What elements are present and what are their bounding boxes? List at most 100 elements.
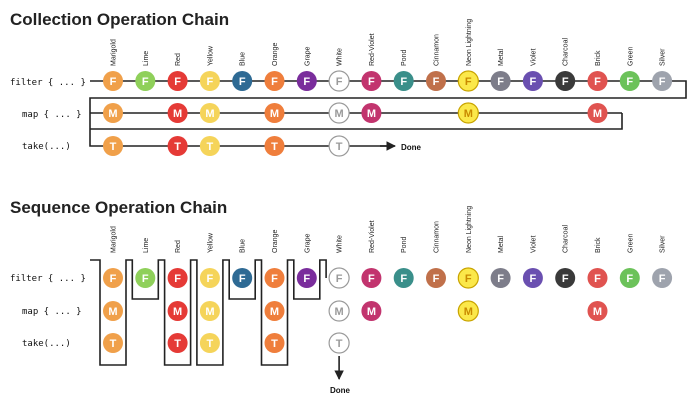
collection-filter-node-letter: F [562,76,569,88]
collection-filter-node [328,70,350,92]
sequence-filter-node-letter: F [239,273,246,285]
sequence-map-node [199,301,220,321]
collection-map-node [587,103,608,123]
sequence-filter-node [328,267,350,289]
sequence-filter-node [296,268,317,288]
sequence-take-node [199,333,220,353]
sequence-filter-node [457,267,479,289]
sequence-column-label: Lime [143,238,150,253]
collection-column-label: Red-Violet [369,33,376,66]
sequence-map-node [264,301,285,321]
sequence-filter-node-letter: F [174,273,181,285]
sequence-take-node-letter: T [271,338,278,350]
collection-filter-node [393,71,414,91]
sequence-column-label: Cinnamon [434,221,441,253]
collection-filter-node-letter: F [271,76,278,88]
sequence-filter-node-letter: F [336,273,343,285]
sequence-map-node [328,300,350,322]
sequence-map-node [103,301,123,321]
sequence-column-label: Charcoal [563,225,570,253]
sequence-map-node [361,301,382,321]
sequence-filter-node [587,268,608,288]
sequence-filter-node-letter: F [110,273,117,285]
sequence-filter-node [619,268,640,288]
collection-column-label: Silver [660,48,667,66]
sequence-filter-node-letter: F [497,273,504,285]
sequence-map-node-letter: M [205,306,214,318]
collection-column-label: Blue [240,52,247,66]
sequence-op-filter: filter { ... } [10,274,86,284]
sequence-column-label: Blue [240,239,247,253]
sequence-filter-node [426,268,446,288]
collection-column-label: Grape [304,46,311,66]
sequence-filter-node [490,268,511,288]
collection-column-label: Red [175,53,182,66]
sequence-map-node-letter: M [270,306,279,318]
sequence-take-node-letter: T [207,338,214,350]
collection-filter-node [587,71,608,91]
sequence-column-label: Green [627,233,634,253]
collection-op-map: map { ... } [22,110,82,120]
collection-filter-node [490,71,511,91]
sequence-take-node-letter: T [336,338,343,350]
collection-column-label: Orange [272,43,279,66]
collection-filter-node-letter: F [659,76,666,88]
sequence-filter-node-letter: F [433,273,440,285]
sequence-take-node-letter: T [110,338,117,350]
collection-op-filter: filter { ... } [10,78,86,88]
collection-column-label: Yellow [207,45,214,66]
sequence-filter-node-letter: F [626,273,633,285]
collection-filter-node [619,71,640,91]
sequence-column-label: Yellow [207,232,214,253]
sequence-column-label: Marigold [111,226,118,253]
sequence-take-node [264,333,285,353]
collection-take-node-letter: T [271,141,278,153]
sequence-column-label: Grape [304,233,311,253]
collection-map-node-letter: M [367,108,376,120]
collection-column-label: Charcoal [563,38,570,66]
collection-map-node [103,103,123,123]
sequence-flow-path [90,259,327,366]
sequence-column-label: Neon Lightning [466,206,473,253]
collection-filter-node-letter: F [433,76,440,88]
collection-map-node-letter: M [335,108,344,120]
collection-filter-node-letter: F [110,76,117,88]
sequence-column-label: Red [175,240,182,253]
collection-map-node [199,103,220,123]
sequence-take-node-letter: T [174,338,181,350]
sequence-column-label: Red-Violet [369,220,376,253]
sequence-map-node-letter: M [593,306,602,318]
collection-column-label: Green [627,46,634,66]
sequence-column-label: Pond [401,237,408,253]
collection-column-label: Pond [401,50,408,66]
sequence-column-label: Orange [272,230,279,253]
collection-chain-title: Collection Operation Chain [10,10,229,29]
collection-filter-node-letter: F [626,76,633,88]
sequence-filter-node-letter: F [400,273,407,285]
sequence-map-node-letter: M [108,306,117,318]
collection-filter-node [135,71,156,91]
collection-filter-node [199,71,220,91]
collection-filter-node [457,70,479,92]
collection-take-node [328,135,350,157]
collection-take-node-letter: T [336,141,343,153]
collection-column-label: Violet [530,49,537,66]
collection-filter-node [555,71,576,91]
collection-filter-node-letter: F [142,76,149,88]
sequence-filter-node [361,268,382,288]
sequence-filter-node-letter: F [530,273,537,285]
sequence-take-node [167,333,188,353]
collection-filter-node [522,71,543,91]
collection-filter-node [232,71,253,91]
collection-column-label: Cinnamon [434,34,441,66]
sequence-filter-node [522,268,543,288]
sequence-take-node [103,333,123,353]
sequence-filter-node-letter: F [659,273,666,285]
sequence-column-label: Silver [660,235,667,253]
collection-filter-node-letter: F [207,76,214,88]
sequence-op-take: take(...) [22,339,71,349]
collection-take-node-letter: T [174,141,181,153]
collection-op-take: take(...) [22,142,71,152]
collection-take-node [264,136,285,156]
